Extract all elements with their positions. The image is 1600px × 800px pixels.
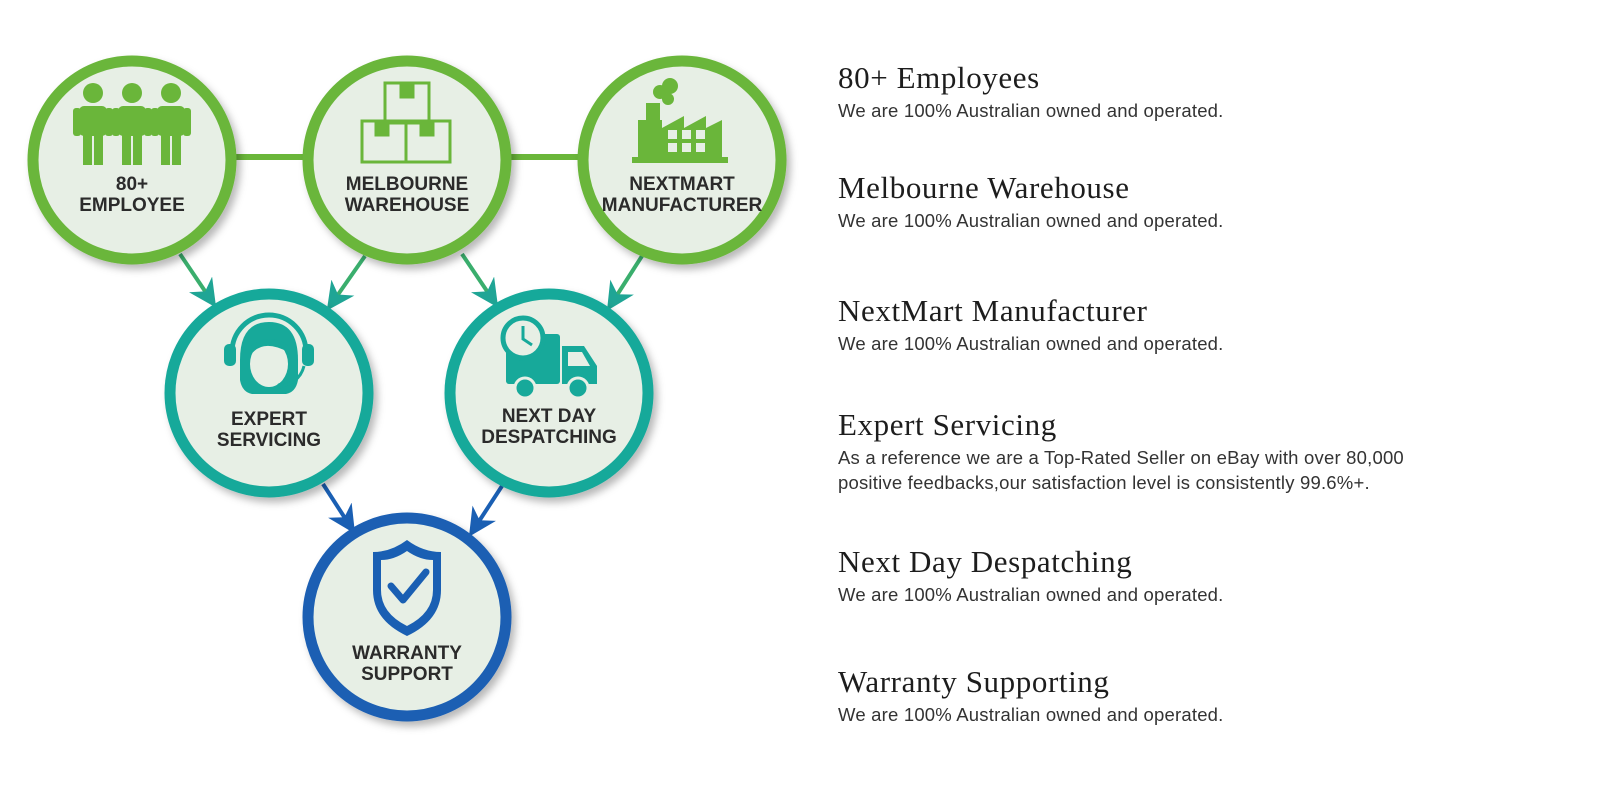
- node-servicing: EXPERT SERVICING: [164, 288, 374, 498]
- headset-agent-icon: [224, 312, 314, 394]
- node-label-line1: NEXT DAY: [502, 406, 597, 427]
- feature-title: NextMart Manufacturer: [838, 293, 1148, 328]
- feature-title: Melbourne Warehouse: [838, 170, 1130, 205]
- flow-arrow: [326, 254, 367, 311]
- flow-diagram: 80+ EMPLOYEE MELBOURNE WAREHOUSE: [27, 55, 787, 722]
- feature-description: We are 100% Australian owned and operate…: [838, 333, 1224, 354]
- flow-arrow: [606, 254, 644, 311]
- feature-item-warranty: Warranty Supporting We are 100% Australi…: [838, 664, 1578, 727]
- feature-description: We are 100% Australian owned and operate…: [838, 100, 1224, 121]
- node-warranty: WARRANTY SUPPORT: [302, 512, 512, 722]
- node-manufacturer: NEXTMART MANUFACTURER: [577, 55, 787, 265]
- node-despatching: NEXT DAY DESPATCHING: [444, 288, 654, 498]
- node-label-line2: MANUFACTURER: [602, 195, 763, 216]
- node-label-line1: NEXTMART: [629, 174, 735, 195]
- shield-check-icon: [373, 540, 441, 636]
- feature-item-warehouse: Melbourne Warehouse We are 100% Australi…: [838, 170, 1578, 233]
- node-employee: 80+ EMPLOYEE: [27, 55, 237, 265]
- feature-title: Next Day Despatching: [838, 544, 1133, 579]
- people-icon: [73, 83, 191, 165]
- flow-arrow: [468, 484, 504, 537]
- feature-item-manufacturer: NextMart Manufacturer We are 100% Austra…: [838, 293, 1578, 356]
- feature-item-despatching: Next Day Despatching We are 100% Austral…: [838, 544, 1578, 607]
- node-label-line1: WARRANTY: [352, 643, 462, 664]
- node-label-line2: SERVICING: [217, 430, 321, 451]
- feature-title: 80+ Employees: [838, 60, 1040, 95]
- feature-description: As a reference we are a Top-Rated Seller…: [838, 447, 1404, 493]
- node-label-line1: EXPERT: [231, 409, 307, 430]
- node-warehouse: MELBOURNE WAREHOUSE: [302, 55, 512, 265]
- feature-list: 80+ Employees We are 100% Australian own…: [838, 0, 1578, 800]
- delivery-truck-clock-icon: [500, 315, 597, 400]
- boxes-icon: [360, 81, 452, 164]
- node-label-line2: EMPLOYEE: [79, 195, 185, 216]
- feature-description: We are 100% Australian owned and operate…: [838, 210, 1224, 231]
- flow-arrow: [178, 252, 217, 308]
- flow-arrow: [460, 252, 499, 308]
- node-label-line1: MELBOURNE: [346, 174, 468, 195]
- node-label-line1: 80+: [116, 174, 148, 195]
- feature-title: Warranty Supporting: [838, 664, 1110, 699]
- feature-title: Expert Servicing: [838, 407, 1057, 442]
- node-label-line2: WAREHOUSE: [345, 195, 470, 216]
- node-label-line2: DESPATCHING: [481, 427, 616, 448]
- feature-item-employees: 80+ Employees We are 100% Australian own…: [838, 60, 1578, 123]
- feature-description: We are 100% Australian owned and operate…: [838, 704, 1224, 725]
- factory-icon: [632, 78, 728, 163]
- feature-item-servicing: Expert Servicing As a reference we are a…: [838, 407, 1578, 495]
- feature-description: We are 100% Australian owned and operate…: [838, 584, 1224, 605]
- node-label-line2: SUPPORT: [361, 664, 453, 685]
- flow-arrow: [321, 482, 356, 534]
